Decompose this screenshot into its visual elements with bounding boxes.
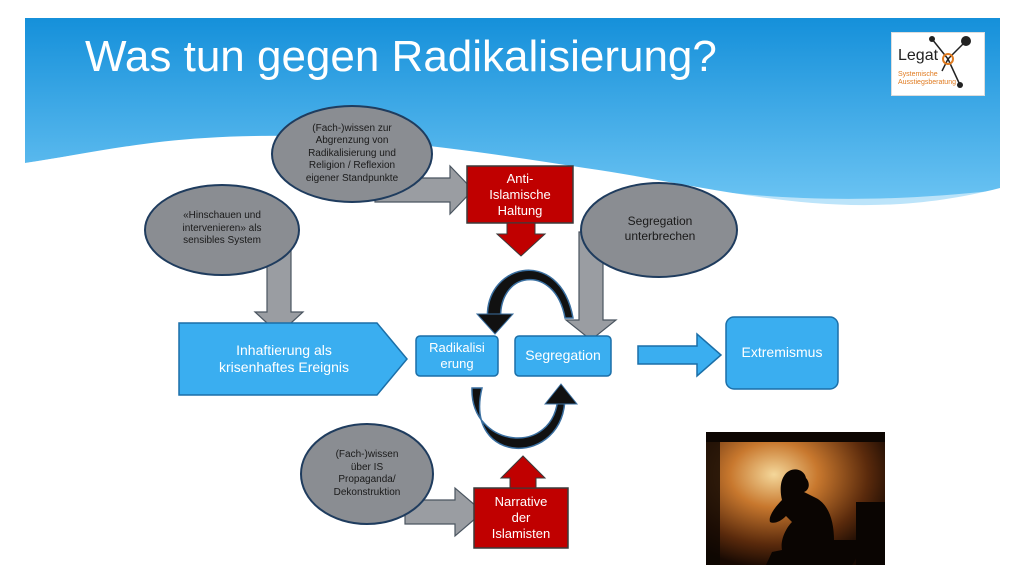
- box-radikalisierung: [415, 335, 499, 377]
- diagram-canvas: [144, 105, 839, 549]
- oval-fachwissen-abgrenzung-text: (Fach-)wissen zur Abgrenzung von Radikal…: [305, 122, 399, 184]
- inhaftierung-text: Inhaftierung als krisenhaftes Ereignis: [219, 341, 349, 376]
- oval-segregation-unterbrechen: [580, 182, 738, 278]
- oval-fachwissen-propaganda: [300, 423, 434, 525]
- box-extremismus: [725, 316, 839, 390]
- oval-fachwissen-abgrenzung: [271, 105, 433, 203]
- radikalisierung-text: Radikalisi erung: [429, 339, 485, 371]
- arrow-anti-down: [495, 222, 547, 257]
- logo-subtitle: Systemische Ausstiegsberatung: [898, 71, 956, 86]
- cycle-arrow-top: [486, 269, 574, 325]
- cycle-arrow-bottom-head: [543, 383, 579, 405]
- segregation-text: Segregation: [525, 347, 601, 364]
- box-inhaftierung: [178, 322, 408, 396]
- box-anti-islamische-haltung: [466, 165, 574, 224]
- logo-wordmark: Legat: [898, 47, 939, 64]
- oval-hinschauen: [144, 184, 300, 276]
- slide-title: Was tun gegen Radikalisierung?: [85, 32, 717, 81]
- arrow-narrative-up: [499, 455, 547, 489]
- extremismus-text: Extremismus: [741, 344, 823, 361]
- despair-photo: [706, 432, 885, 565]
- slide: Was tun gegen Radikalisierung? Legat Sys…: [25, 18, 1000, 566]
- narrative-text: Narrative der Islamisten: [491, 493, 551, 542]
- molecule-icon: [929, 36, 971, 88]
- arrow-to-extremismus: [637, 332, 723, 378]
- oval-segregation-text: Segregation unterbrechen: [624, 214, 696, 243]
- box-narrative-islamisten: [473, 487, 569, 549]
- cycle-arrow-top-head: [475, 313, 515, 335]
- legato-logo: Legat Systemische Ausstiegsberatung: [891, 32, 985, 96]
- anti-islam-text: Anti- Islamische Haltung: [489, 170, 551, 219]
- oval-hinschauen-text: «Hinschauen und intervenieren» als sensi…: [182, 210, 262, 247]
- box-segregation: [514, 335, 612, 377]
- oval-fachwissen-propaganda-text: (Fach-)wissen über IS Propaganda/ Dekons…: [333, 449, 401, 498]
